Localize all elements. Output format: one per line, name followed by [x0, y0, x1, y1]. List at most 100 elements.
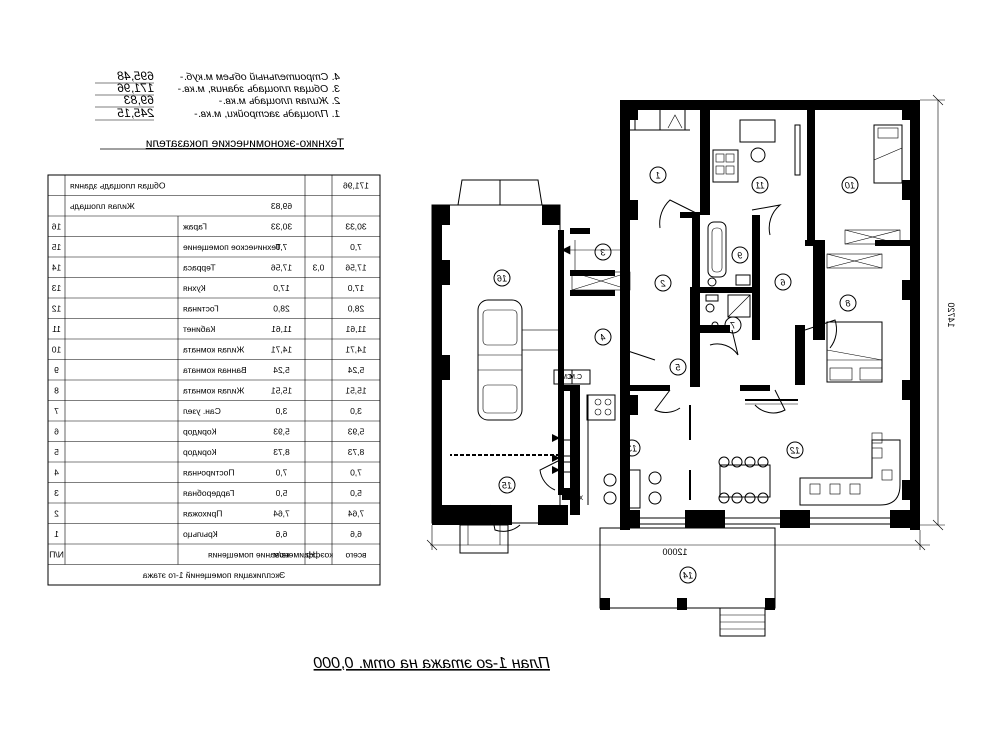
table-cell: 5,93: [347, 426, 364, 436]
table-cell: Коридор: [183, 447, 217, 457]
room-number: 7: [730, 321, 736, 331]
table-cell: 10: [52, 344, 62, 354]
room-marker: 11: [751, 176, 769, 194]
table-cell: Гостиная: [183, 303, 219, 313]
table-cell: 5,24: [347, 365, 364, 375]
table-cell: 7,0: [275, 242, 287, 252]
table-header: всего: [345, 549, 366, 559]
table-cell: 8,73: [273, 447, 290, 457]
room-marker: 13: [623, 439, 641, 457]
room-marker: 2: [654, 274, 672, 292]
washer-icon: [553, 369, 591, 385]
table-cell: Терраса: [183, 262, 216, 272]
indicator-label: 3. Общая площадь здания, м.кв.-: [177, 83, 340, 95]
table-header: коэфф.: [304, 549, 333, 559]
room-number: 10: [845, 181, 855, 191]
table-cell: 11: [52, 324, 61, 334]
table-cell: 12: [52, 303, 62, 313]
table-cell: 17,0: [273, 283, 290, 293]
table-cell: 7,0: [350, 467, 362, 477]
summary-label: Жилая площадь: [69, 201, 134, 211]
table-cell: 0,3: [312, 262, 324, 272]
room-number: 15: [501, 481, 512, 491]
room-number: 13: [627, 444, 637, 454]
svg-text:x: x: [579, 493, 583, 502]
summary-value: 171,96: [343, 180, 369, 190]
table-cell: 9: [54, 365, 59, 375]
table-header: N/П: [49, 549, 64, 559]
table-cell: 5,0: [350, 488, 362, 498]
room-marker: 9: [731, 246, 749, 264]
room-marker: 7: [724, 316, 742, 334]
garage-shelf-icons: [552, 434, 577, 500]
kitchen-furniture: x: [579, 394, 662, 509]
indicators-block: Технико-экономические показатели 4. Стро…: [95, 69, 344, 150]
table-cell: 28,0: [347, 303, 364, 313]
room-marker: 8: [839, 294, 857, 312]
room-number: 9: [737, 251, 742, 261]
room-marker: 12: [786, 441, 804, 459]
room-number: 2: [660, 279, 666, 289]
table-cell: 4: [54, 467, 59, 477]
table-cell: Гардеробная: [183, 488, 235, 498]
bathtub-icon: [705, 221, 751, 329]
table-cell: Кухня: [183, 283, 206, 293]
dimension-height: 14720: [946, 302, 956, 327]
summary-value: 69,83: [271, 201, 293, 211]
indicator-value: 695,48: [117, 69, 154, 83]
washer-label: С.М.: [567, 374, 582, 381]
table-header: кв/м: [273, 549, 290, 559]
table-cell: 30,33: [345, 221, 367, 231]
room-number: 11: [755, 181, 764, 191]
table-cell: 5: [54, 447, 59, 457]
table-cell: 14,71: [345, 344, 367, 354]
room-marker: 4: [594, 328, 612, 346]
table-cell: 3: [54, 488, 59, 498]
room-marker: 15: [498, 476, 516, 494]
table-cell: 14,71: [271, 344, 293, 354]
room-marker: 10: [841, 176, 859, 194]
room-marker: 16: [493, 269, 511, 287]
bed-icon: [826, 321, 883, 383]
bed-icon: [873, 124, 903, 184]
room-number: 1: [655, 171, 660, 181]
indicator-label: 2. Жилая площадь м.кв.-: [218, 95, 341, 107]
room-marker: 5: [669, 358, 687, 376]
room-number: 14: [683, 571, 693, 581]
car-icon: [477, 299, 561, 421]
table-cell: Крыльцо: [183, 529, 218, 539]
table-cell: 7,0: [350, 242, 362, 252]
table-cell: 6,6: [350, 529, 362, 539]
table-cell: Техническое помещение: [183, 242, 281, 252]
table-cell: 13: [52, 283, 62, 293]
table-cell: 17,56: [271, 262, 293, 272]
table-cell: 15,51: [271, 385, 293, 395]
table-cell: 15: [52, 242, 62, 252]
indicator-label: 4. Строительный объем м.куб.-: [180, 71, 340, 83]
table-cell: 8: [54, 385, 59, 395]
indicators-title: Технико-экономические показатели: [146, 136, 344, 150]
table-cell: 7,64: [273, 508, 290, 518]
table-cell: Постирочная: [183, 467, 235, 477]
table-cell: 28,0: [273, 303, 290, 313]
room-marker: 6: [774, 273, 792, 291]
table-cell: 14: [52, 262, 62, 272]
table-cell: 7,0: [275, 467, 287, 477]
table-title: Экспликация помещений 1-го этажа: [143, 570, 286, 580]
room-number: 3: [600, 248, 605, 258]
room-number: 12: [790, 446, 800, 456]
indicator-label: 1. Площадь застройки, м.кв.-: [194, 108, 340, 120]
floor-plan: x: [426, 94, 956, 637]
room-marker: 3: [594, 243, 612, 261]
table-cell: 17,56: [345, 262, 367, 272]
table-cell: Прихожая: [183, 508, 223, 518]
table-cell: Кабинет: [183, 324, 215, 334]
table-cell: 2: [54, 508, 59, 518]
plan-title: План 1-го этажа на отм. 0,000: [313, 655, 550, 672]
table-cell: 7: [54, 406, 59, 416]
table-cell: 7,64: [347, 508, 364, 518]
room-number: 5: [675, 363, 681, 373]
table-cell: 6,6: [275, 529, 287, 539]
room-number: 16: [497, 274, 507, 284]
